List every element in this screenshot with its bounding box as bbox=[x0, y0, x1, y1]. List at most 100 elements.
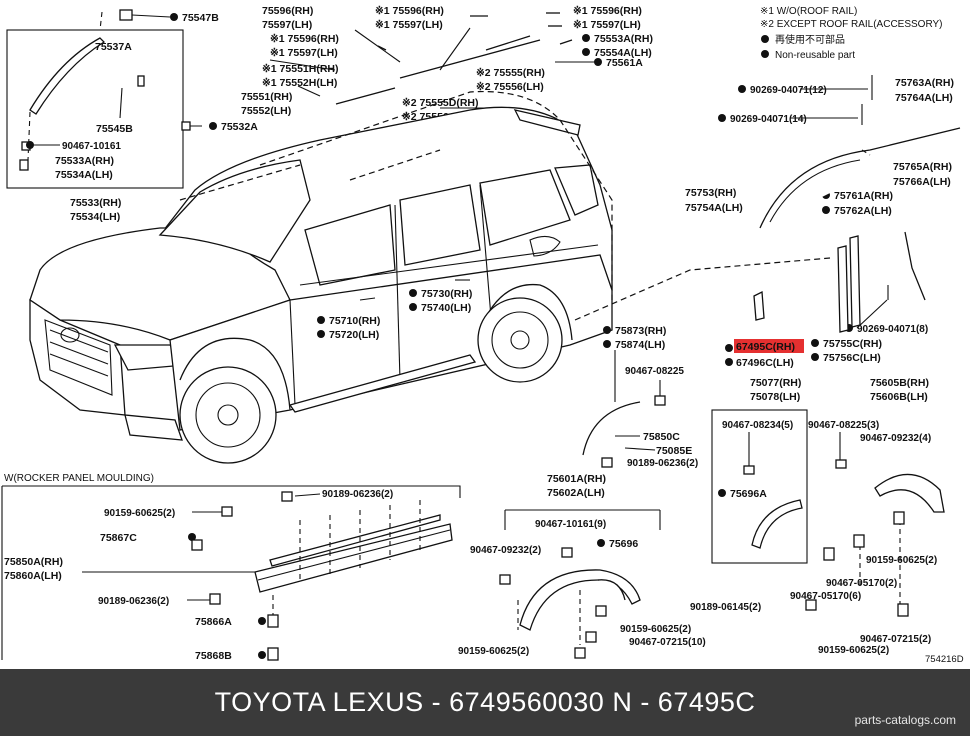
rear-arch-moulding bbox=[874, 473, 945, 513]
front-wheel-arch-group: 75601A(RH) 75602A(LH) 90467-10161(9) 904… bbox=[458, 473, 706, 659]
part-label-75596: 75596(RH) bbox=[262, 5, 313, 17]
part-label-75547B: 75547B bbox=[182, 12, 219, 24]
part-label-90467-07215-2: 90467-07215(2) bbox=[860, 634, 931, 645]
legend-reuse: 再使用不可部品 bbox=[775, 33, 845, 46]
part-label-90159-60625-2d: 90159-60625(2) bbox=[818, 645, 889, 656]
part-label-75860A: 75860A(LH) bbox=[4, 570, 62, 582]
part-label-75753: 75753(RH) bbox=[685, 187, 736, 199]
clip-icon bbox=[181, 121, 191, 131]
part-label-75534: 75534(LH) bbox=[70, 211, 120, 223]
group-box bbox=[711, 409, 808, 564]
part-label-90467-08234: 90467-08234(5) bbox=[722, 420, 793, 431]
part-label-1-75597b: ※1 75597(LH) bbox=[375, 19, 443, 31]
part-label-90189-06236-2a: 90189-06236(2) bbox=[627, 458, 698, 469]
part-label-90159-60625-2e: 90159-60625(2) bbox=[104, 508, 175, 519]
part-label-1-75596: ※1 75596(RH) bbox=[270, 33, 339, 45]
rear-quarter-moulding-group: 90269-04071(12) 90269-04071(14) 75763A(R… bbox=[685, 75, 961, 369]
part-label-75533A: 75533A(RH) bbox=[55, 155, 114, 167]
legend-note-1: ※1 W/O(ROOF RAIL) bbox=[760, 6, 857, 17]
part-label-90269-12: 90269-04071(12) bbox=[750, 85, 827, 96]
part-label-75740: 75740(LH) bbox=[421, 302, 471, 314]
part-label-67495C-highlighted[interactable]: 67495C(RH) bbox=[736, 341, 795, 353]
legend: ※1 W/O(ROOF RAIL) ※2 EXCEPT ROOF RAIL(AC… bbox=[760, 6, 943, 61]
part-label-75606B: 75606B(LH) bbox=[870, 391, 928, 403]
group-box bbox=[6, 29, 184, 189]
clip-icon bbox=[19, 159, 29, 171]
part-label-75710: 75710(RH) bbox=[329, 315, 380, 327]
part-label-75605B: 75605B(RH) bbox=[870, 377, 929, 389]
clip-icon bbox=[119, 9, 133, 21]
part-label-90467-08225-3: 90467-08225(3) bbox=[808, 420, 879, 431]
part-label-75850C: 75850C bbox=[643, 431, 680, 443]
part-label-90467-10161-9: 90467-10161(9) bbox=[535, 519, 606, 530]
part-label-75532A: 75532A bbox=[221, 121, 258, 133]
part-label-75850A: 75850A(RH) bbox=[4, 556, 63, 568]
part-label-75085E: 75085E bbox=[656, 445, 692, 457]
footer-source[interactable]: parts-catalogs.com bbox=[854, 713, 956, 727]
rear-wheel-arch-group: 75077(RH) 75078(LH) 90467-08234(5) 75696… bbox=[690, 377, 964, 665]
part-label-75552: 75552(LH) bbox=[241, 105, 291, 117]
part-label-75873: 75873(RH) bbox=[615, 325, 666, 337]
part-label-75078: 75078(LH) bbox=[750, 391, 800, 403]
part-label-75537A: 75537A bbox=[95, 41, 132, 53]
part-label-75720: 75720(LH) bbox=[329, 329, 379, 341]
part-label-90159-60625-2b: 90159-60625(2) bbox=[458, 646, 529, 657]
part-label-75077: 75077(RH) bbox=[750, 377, 801, 389]
mudguard-group: 75873(RH) 75874(LH) 90467-08225 75850C 7… bbox=[582, 325, 698, 469]
part-label-1-75596c: ※1 75596(RH) bbox=[573, 5, 642, 17]
footer-title: TOYOTA LEXUS - 6749560030 N - 67495C bbox=[214, 687, 756, 717]
part-label-75754A: 75754A(LH) bbox=[685, 202, 743, 214]
part-label-90189-06236-2b: 90189-06236(2) bbox=[322, 489, 393, 500]
part-label-75766A: 75766A(LH) bbox=[893, 176, 951, 188]
part-label-90467-08225: 90467-08225 bbox=[625, 366, 684, 377]
windshield-moulding-group bbox=[6, 9, 202, 189]
part-label-90269-14: 90269-04071(14) bbox=[730, 114, 807, 125]
part-label-90467-05170-2: 90467-05170(2) bbox=[826, 578, 897, 589]
part-label-75696A: 75696A bbox=[730, 488, 767, 500]
rocker-moulding bbox=[254, 523, 453, 593]
legend-note-2: ※2 EXCEPT ROOF RAIL(ACCESSORY) bbox=[760, 19, 943, 30]
part-label-90467-05170-6: 90467-05170(6) bbox=[790, 591, 861, 602]
garnish-67495C bbox=[753, 290, 765, 321]
legend-dot-icon bbox=[761, 50, 769, 58]
clip-icon bbox=[743, 465, 755, 475]
part-label-75545B: 75545B bbox=[96, 123, 133, 135]
part-label-1-75596b: ※1 75596(RH) bbox=[375, 5, 444, 17]
rocker-panel-group: W(ROCKER PANEL MOULDING) 90189-06236(2) … bbox=[1, 473, 461, 662]
part-label-1-75551H: ※1 75551H(RH) bbox=[262, 63, 339, 75]
part-label-90159-60625-2c: 90159-60625(2) bbox=[866, 555, 937, 566]
part-label-75696: 75696 bbox=[609, 538, 638, 550]
part-label-75761A: 75761A(RH) bbox=[834, 190, 893, 202]
highlight-box bbox=[734, 339, 804, 353]
part-label-1-75552H: ※1 75552H(LH) bbox=[262, 77, 337, 89]
part-label-75868B: 75868B bbox=[195, 650, 232, 662]
part-label-90189-06236-2c: 90189-06236(2) bbox=[98, 596, 169, 607]
part-label-75597: 75597(LH) bbox=[262, 19, 312, 31]
footer-bar: TOYOTA LEXUS - 6749560030 N - 67495C par… bbox=[0, 669, 970, 736]
part-label-75756C: 75756C(LH) bbox=[823, 352, 881, 364]
part-label-75764A: 75764A(LH) bbox=[895, 92, 953, 104]
part-label-75561A: 75561A bbox=[606, 57, 643, 69]
part-label-75602A: 75602A(LH) bbox=[547, 487, 605, 499]
part-label-75601A: 75601A(RH) bbox=[547, 473, 606, 485]
part-label-2-75555: ※2 75555(RH) bbox=[476, 67, 545, 79]
rocker-section-title: W(ROCKER PANEL MOULDING) bbox=[4, 473, 154, 484]
windshield-moulding-part bbox=[29, 37, 106, 115]
diagram-id: 754216D bbox=[925, 654, 964, 665]
part-label-67496C: 67496C(LH) bbox=[736, 357, 794, 369]
front-arch-moulding bbox=[519, 569, 641, 631]
part-label-90467-09232-2: 90467-09232(2) bbox=[470, 545, 541, 556]
clip-icon bbox=[654, 395, 666, 406]
part-label-75534A: 75534A(LH) bbox=[55, 169, 113, 181]
clip-icon bbox=[835, 459, 847, 469]
part-label-90159-60625-2a: 90159-60625(2) bbox=[620, 624, 691, 635]
part-label-75866A: 75866A bbox=[195, 616, 232, 628]
part-label-75533: 75533(RH) bbox=[70, 197, 121, 209]
part-label-75874: 75874(LH) bbox=[615, 339, 665, 351]
part-label-1-75597: ※1 75597(LH) bbox=[270, 47, 338, 59]
parts-diagram: ※1 W/O(ROOF RAIL) ※2 EXCEPT ROOF RAIL(AC… bbox=[1, 5, 964, 665]
part-label-2-75555D: ※2 75555D(RH) bbox=[402, 97, 479, 109]
part-label-1-75597c: ※1 75597(LH) bbox=[573, 19, 641, 31]
part-label-75755C: 75755C(RH) bbox=[823, 338, 882, 350]
